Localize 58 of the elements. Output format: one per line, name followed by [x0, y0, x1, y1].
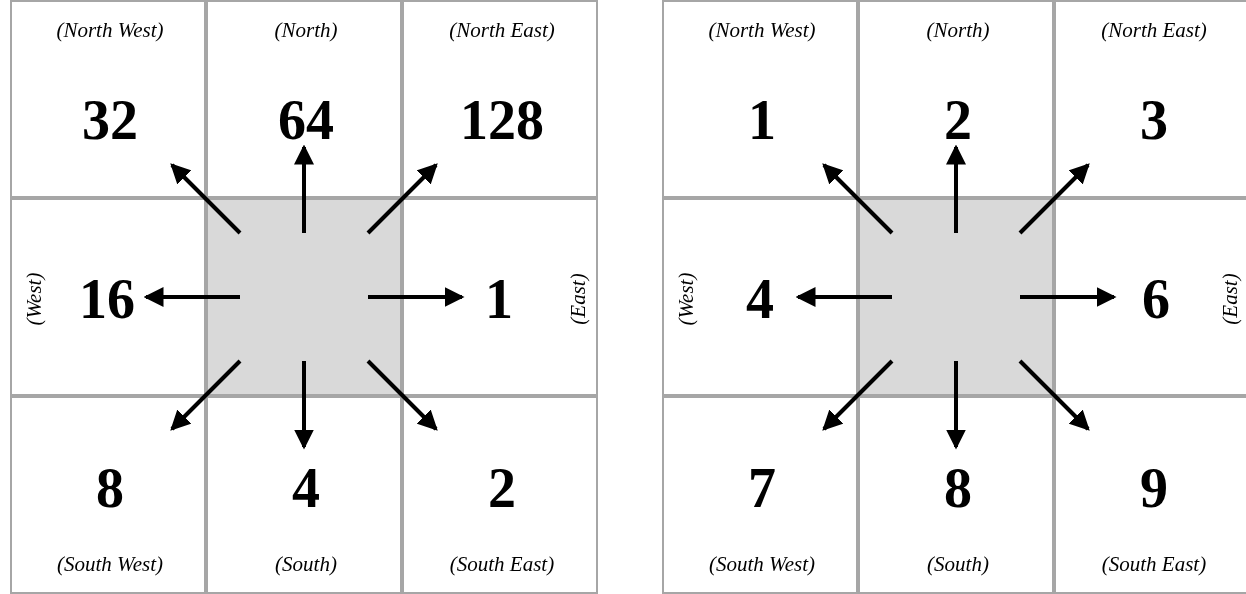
direction-label: (East)	[567, 273, 589, 325]
grid-cell	[662, 396, 858, 594]
direction-label: (North East)	[1101, 19, 1207, 41]
direction-label: (South West)	[57, 553, 163, 575]
direction-label: (South)	[927, 553, 989, 575]
grid-cell	[10, 198, 206, 396]
cell-number: 8	[944, 460, 972, 516]
grid-cell	[858, 0, 1054, 198]
cell-number: 16	[79, 271, 135, 327]
direction-label: (South East)	[449, 553, 555, 575]
cell-number: 1	[485, 271, 513, 327]
arrow	[946, 144, 966, 233]
arrow	[795, 287, 892, 307]
grid-cell	[662, 198, 858, 396]
grid-cell	[10, 396, 206, 594]
arrow	[946, 361, 966, 450]
shaded-cell	[206, 198, 402, 396]
arrow	[1020, 287, 1117, 307]
cell-number: 64	[278, 92, 334, 148]
cell-number: 32	[82, 92, 138, 148]
cell-number: 1	[748, 92, 776, 148]
grid-cell	[1054, 198, 1246, 396]
grid-cell	[1054, 0, 1246, 198]
grid-cell	[1054, 396, 1246, 594]
arrow	[294, 144, 314, 233]
arrow	[368, 287, 465, 307]
grid-cell	[10, 0, 206, 198]
cell-number: 2	[488, 460, 516, 516]
grid-cell	[402, 198, 598, 396]
grid-cell	[402, 0, 598, 198]
cell-number: 4	[292, 460, 320, 516]
direction-label: (West)	[675, 272, 697, 326]
cell-number: 9	[1140, 460, 1168, 516]
direction-label: (North West)	[56, 19, 164, 41]
grid-cell	[662, 0, 858, 198]
grid-cell	[206, 396, 402, 594]
direction-label: (South East)	[1101, 553, 1207, 575]
cell-number: 128	[460, 92, 544, 148]
grid-cell	[206, 0, 402, 198]
cell-number: 2	[944, 92, 972, 148]
direction-label: (North)	[926, 19, 990, 41]
shaded-cell	[858, 198, 1054, 396]
arrow	[294, 361, 314, 450]
arrow	[143, 287, 240, 307]
cell-number: 4	[746, 271, 774, 327]
grid-cell	[402, 396, 598, 594]
direction-label: (South)	[275, 553, 337, 575]
direction-label: (West)	[23, 272, 45, 326]
direction-label: (South West)	[709, 553, 815, 575]
cell-number: 6	[1142, 271, 1170, 327]
cell-number: 7	[748, 460, 776, 516]
direction-label: (North)	[274, 19, 338, 41]
cell-number: 3	[1140, 92, 1168, 148]
cell-number: 8	[96, 460, 124, 516]
direction-label: (North East)	[449, 19, 555, 41]
direction-label: (East)	[1219, 273, 1241, 325]
direction-label: (North West)	[708, 19, 816, 41]
grid-cell	[858, 396, 1054, 594]
